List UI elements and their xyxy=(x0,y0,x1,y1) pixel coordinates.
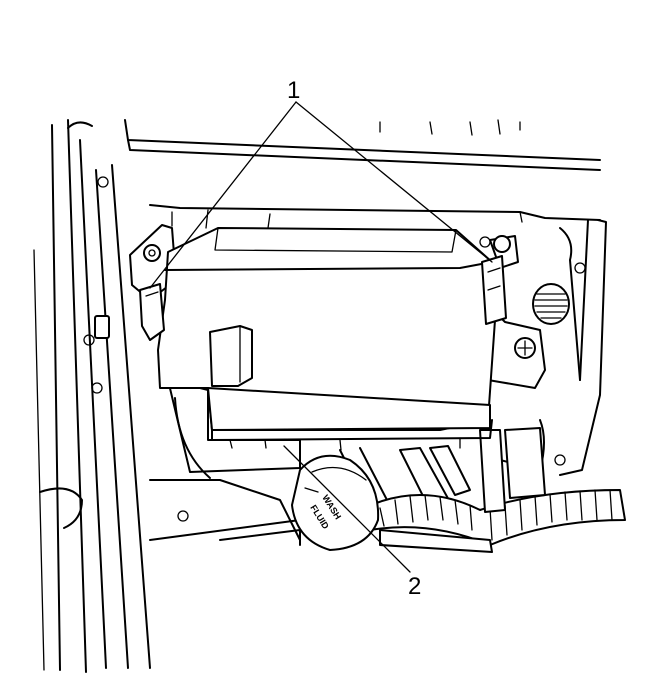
leader-2 xyxy=(283,445,411,573)
wiring-harness xyxy=(339,427,626,553)
cowl-panel xyxy=(124,119,601,229)
callout-leaders xyxy=(149,101,493,573)
control-module-housing xyxy=(139,227,507,451)
air-intake-grille xyxy=(532,283,570,325)
callout-label-1: 1 xyxy=(287,77,300,104)
washer-fluid-cap: WASH FLUID xyxy=(291,454,380,551)
leader-1-left xyxy=(149,101,297,289)
left-fender xyxy=(33,119,151,673)
right-fender xyxy=(479,219,607,476)
callout-label-2: 2 xyxy=(408,573,421,600)
leader-1-right xyxy=(295,101,493,263)
